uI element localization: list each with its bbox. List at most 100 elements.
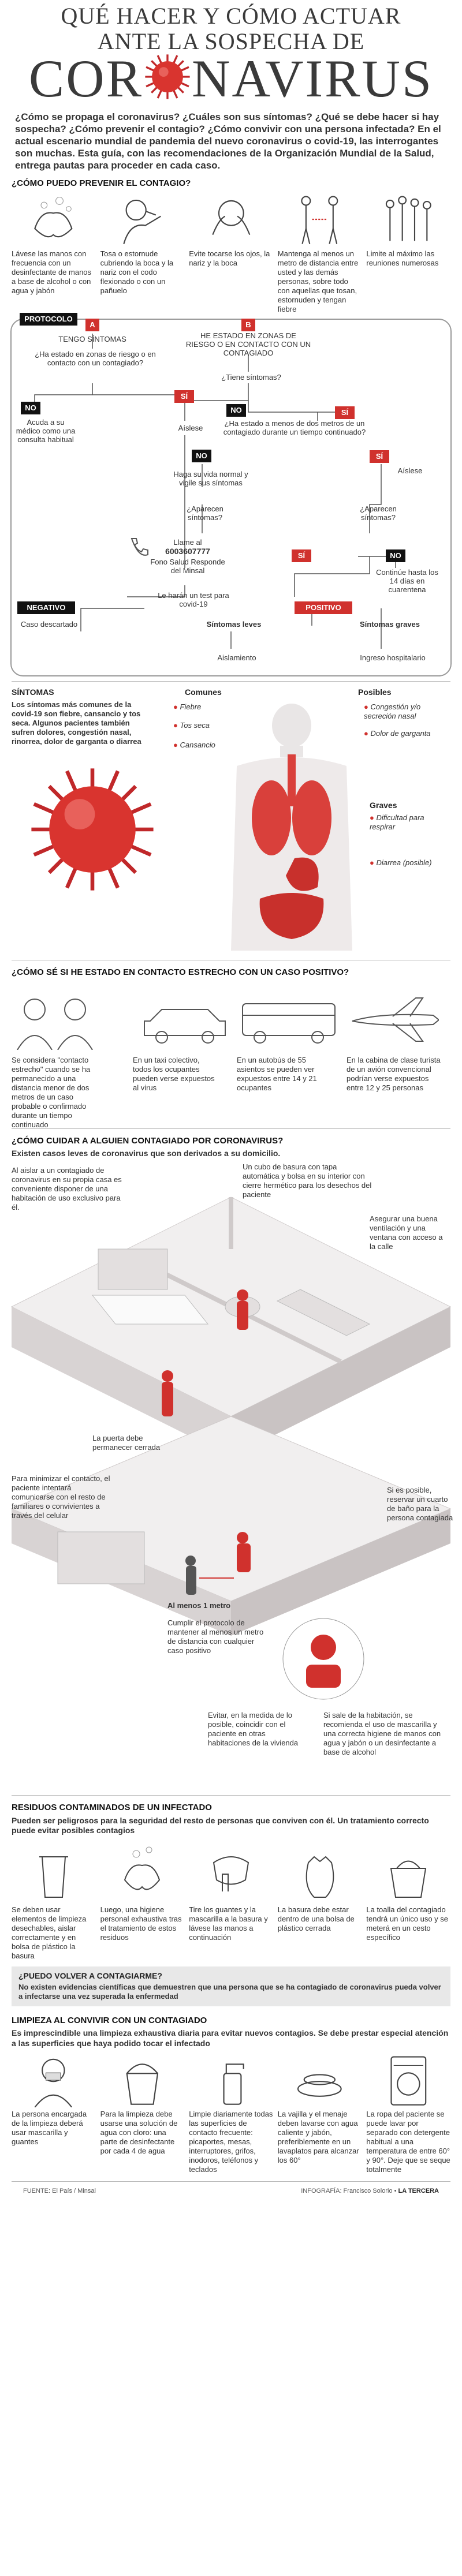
body-illustration — [231, 703, 352, 951]
a-no-text: Acuda a su médico como una consulta habi… — [16, 417, 76, 444]
reinfection-question: ¿PUEDO VOLVER A CONTAGIARME? — [18, 1971, 162, 1980]
cleaning-item: La vajilla y el menaje deben lavarse con… — [275, 2052, 364, 2174]
waste-item: La toalla del contagiado tendrá un único… — [364, 1840, 453, 1961]
symptom-tos: ● Tos seca — [173, 720, 210, 730]
waste-heading: RESIDUOS CONTAMINADOS DE UN INFECTADO — [12, 1802, 212, 1812]
contact-item: En la cabina de clase turista de un avió… — [346, 1055, 441, 1092]
waste-item: Luego, una higiene personal exhaustiva t… — [98, 1840, 187, 1961]
care-heading: ¿CÓMO CUIDAR A ALGUIEN CONTAGIADO POR CO… — [12, 1135, 284, 1146]
aparecen-1: ¿Aparecen síntomas? — [187, 504, 223, 522]
garbage-bag-icon — [305, 1856, 334, 1898]
cleaning-item: La persona encargada de la limpieza debe… — [9, 2052, 98, 2174]
care-note: Para minimizar el contacto, el paciente … — [12, 1474, 110, 1520]
ingreso: Ingreso hospitalario — [360, 653, 426, 662]
cleaning-row: La persona encargada de la limpieza debe… — [0, 2052, 462, 2174]
divider — [12, 681, 450, 682]
b-question: ¿Tiene síntomas? — [221, 372, 281, 382]
badge-a: A — [85, 318, 99, 331]
infographic: QUÉ HACER Y CÓMO ACTUAR ANTE LA SOSPECHA… — [0, 0, 462, 2199]
prevent-item: Tosa o estornude cubriendo la boca y la … — [98, 192, 187, 314]
cleaning-item: Para la limpieza debe usarse una solució… — [98, 2052, 187, 2174]
waste-row: Se deben usar elementos de limpieza dese… — [0, 1840, 462, 1961]
divider — [12, 1128, 450, 1129]
c-si-badge: SÍ — [370, 450, 389, 463]
towel-basket-icon — [390, 1860, 427, 1898]
cleaning-heading: LIMPIEZA AL CONVIVIR CON UN CONTAGIADO — [12, 2015, 207, 2025]
prevent-heading: ¿CÓMO PUEDO PREVENIR EL CONTAGIO? — [12, 178, 191, 188]
reinfection-answer: No existen evidencias científicas que de… — [18, 1983, 441, 2001]
protocol-flowchart: PROTOCOLO A B TENGO SÍNTOMAS ¿Ha estado … — [10, 312, 452, 676]
care-note: Asegurar una buena ventilación y una ven… — [370, 1214, 443, 1251]
care-note: Evitar, en la medida de lo posible, coin… — [208, 1710, 299, 1747]
title-line-3: COR NAVIRUS — [0, 51, 462, 106]
d-no-badge: NO — [386, 549, 405, 562]
phone-icon — [131, 537, 148, 556]
handwash-icon — [34, 196, 73, 237]
a-si-badge: SÍ — [174, 390, 194, 403]
handwash-icon — [124, 1846, 161, 1890]
distance-icon — [301, 196, 338, 244]
test-text: Le harán un test para covid-19 — [158, 590, 229, 608]
cleaning-sub: Es imprescindible una limpieza exhaustiv… — [12, 2028, 449, 2048]
washing-machine-icon — [390, 2056, 427, 2106]
brand-name: LA TERCERA — [398, 2188, 439, 2195]
headline: QUÉ HACER Y CÓMO ACTUAR ANTE LA SOSPECHA… — [0, 0, 462, 107]
prevent-row: Lávese las manos con frecuencia con un d… — [0, 192, 462, 314]
trash-bin-icon — [39, 1856, 68, 1898]
positivo-badge: POSITIVO — [295, 601, 352, 614]
divider — [12, 1794, 450, 1796]
c-no-badge: NO — [192, 449, 211, 462]
care-section: Al aislar a un contagiado de coronavirus… — [0, 1162, 462, 1792]
spray-bottle-icon — [223, 2063, 244, 2105]
footer: FUENTE: El País / Minsal INFOGRAFÍA: Fra… — [12, 2181, 450, 2199]
contact-heading: ¿CÓMO SÉ SI HE ESTADO EN CONTACTO ESTREC… — [12, 967, 349, 977]
posibles-heading: Posibles — [358, 687, 392, 697]
care-note: Un cubo de basura con tapa automática y … — [243, 1162, 372, 1199]
contact-item: En un autobús de 55 asientos se pueden v… — [237, 1055, 317, 1092]
b-si-badge: SÍ — [335, 406, 355, 419]
care-note: Cumplir el protocolo de mantener al meno… — [167, 1618, 264, 1655]
contact-item: Se considera "contacto estrecho" cuando … — [12, 1055, 91, 1129]
b-no-question: ¿Ha estado a menos de dos metros de un c… — [223, 418, 366, 436]
continue-quarantine: Continúe hasta los 14 días en cuarentena — [376, 567, 438, 594]
symptom-cansancio: ● Cansancio — [173, 740, 215, 749]
cleaning-item: Limpie diariamente todas las superficies… — [187, 2052, 275, 2174]
title-line-2: ANTE LA SOSPECHA DE — [97, 28, 365, 54]
protocol-title: PROTOCOLO — [20, 312, 77, 326]
cough-icon — [123, 199, 161, 244]
footer-source: FUENTE: El País / Minsal — [23, 2188, 96, 2195]
c-aislese: Aíslese — [397, 466, 423, 475]
contact-section: Se considera "contacto estrecho" cuando … — [0, 981, 462, 1129]
bucket-icon — [126, 2063, 159, 2105]
symptom-congestion: ● Congestión y/o secreción nasal — [364, 702, 421, 720]
graves-heading: Graves — [370, 800, 397, 810]
a-head: TENGO SÍNTOMAS — [58, 334, 126, 343]
badge-b: B — [241, 318, 255, 331]
dishes-icon — [297, 2074, 342, 2098]
contact-item: En un taxi colectivo, todos los ocupante… — [133, 1055, 215, 1092]
normal-life: Haga su vida normal y vigile sus síntoma… — [173, 469, 248, 487]
waste-item: Tire los guantes y la mascarilla a la ba… — [187, 1840, 275, 1961]
reinfection-box: ¿PUEDO VOLVER A CONTAGIARME? No existen … — [12, 1966, 450, 2006]
a-aislese: Aíslese — [178, 423, 203, 432]
face-touch-icon — [211, 200, 250, 235]
symptoms-heading: SÍNTOMAS — [12, 687, 54, 697]
contact-illustrations — [17, 997, 439, 1050]
symptoms-desc: Los síntomas más comunes de la covid-19 … — [12, 700, 141, 746]
distance-label: Al menos 1 metro — [167, 1601, 231, 1610]
mask-person-icon — [34, 2058, 73, 2108]
a-no-badge: NO — [21, 401, 40, 414]
glove-mask-icon — [213, 1856, 249, 1891]
sintomas-graves: Síntomas graves — [359, 619, 420, 629]
b-no-badge: NO — [226, 403, 246, 417]
care-sub: Existen casos leves de coronavirus que s… — [12, 1149, 281, 1158]
title-navirus: NAVIRUS — [192, 49, 434, 108]
descartado: Caso descartado — [20, 619, 78, 629]
cleaning-item: La ropa del paciente se puede lavar por … — [364, 2052, 453, 2174]
virus-icon — [31, 768, 154, 891]
call-head: Llame al — [173, 537, 202, 547]
prevent-item: Lávese las manos con frecuencia con un d… — [9, 192, 98, 314]
title-cor: COR — [28, 49, 144, 108]
aislamiento: Aislamiento — [217, 653, 256, 662]
waste-item: La basura debe estar dentro de una bolsa… — [275, 1840, 364, 1961]
